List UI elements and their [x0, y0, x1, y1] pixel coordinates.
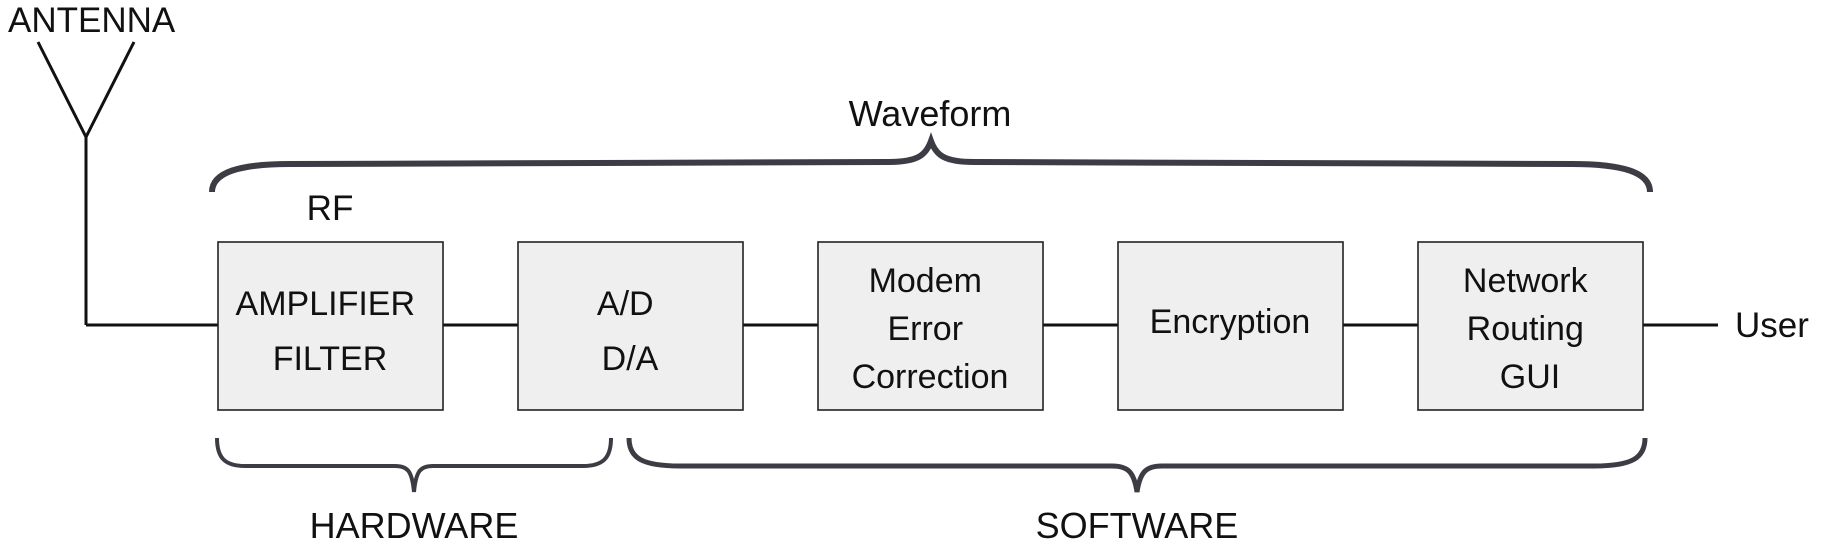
hardware-label: HARDWARE [310, 505, 519, 545]
antenna-label: ANTENNA [8, 1, 176, 40]
waveform-label: Waveform [849, 93, 1012, 134]
block-text: Network [1463, 262, 1589, 300]
block-network: Network Routing GUI [1417, 241, 1644, 411]
block-text: FILTER [273, 340, 388, 378]
antenna-icon [36, 41, 218, 327]
block-text: A/D [597, 285, 654, 323]
block-text: Modem [869, 262, 982, 300]
block-amplifier-filter: AMPLIFIER FILTER [217, 241, 444, 411]
block-text: Routing [1467, 310, 1584, 348]
svg-text:Encryption: Encryption [1150, 303, 1311, 341]
block-text: GUI [1500, 358, 1560, 396]
waveform-brace [209, 132, 1653, 193]
block-text: D/A [602, 340, 659, 378]
block-text: AMPLIFIER [236, 285, 415, 323]
hardware-brace [215, 437, 613, 493]
software-label: SOFTWARE [1036, 505, 1239, 545]
block-modem: Modem Error Correction [817, 241, 1044, 411]
block-text: Encryption [1150, 303, 1311, 341]
svg-text:AMPLIFIER FILTER: AMPLIFIER FILTER [236, 285, 425, 378]
svg-text:Network Routing GU: Network Routing GUI [1463, 262, 1597, 396]
svg-text:Modem Error Correc: Modem Error Correction [852, 262, 1009, 396]
block-text: Error [887, 310, 963, 348]
block-ad-da: A/D D/A [517, 241, 744, 411]
block-encryption: Encryption [1117, 241, 1344, 411]
software-brace [626, 437, 1648, 493]
block-text: Correction [852, 358, 1009, 396]
svg-text:A/D D/A: A/D D/A [597, 285, 663, 378]
user-label: User [1735, 306, 1809, 345]
rf-label: RF [307, 189, 354, 228]
